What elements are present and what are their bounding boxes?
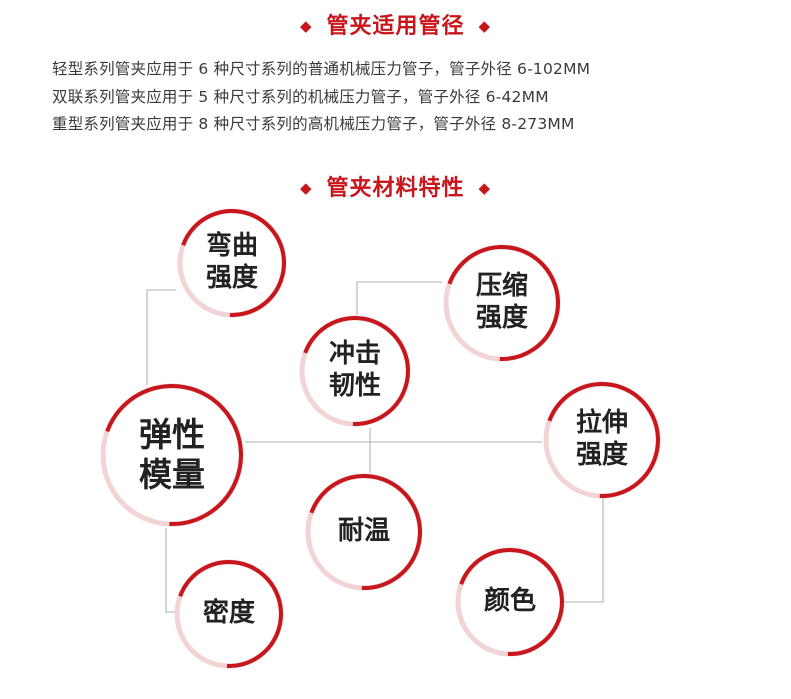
section-title: 管夹材料特性 xyxy=(326,176,465,201)
connector-impact-compress xyxy=(356,281,442,315)
diamond-left-icon: ◆ xyxy=(299,17,313,35)
node-label-density-0: 密度 xyxy=(202,598,255,629)
node-label-tensile-strength-1: 强度 xyxy=(575,440,628,470)
node-heat-resistance: 耐温 xyxy=(305,473,423,591)
node-label-impact-toughness-0: 冲击 xyxy=(328,339,381,370)
node-bending-strength: 弯曲强度 xyxy=(177,208,287,318)
diamond-right-icon: ◆ xyxy=(478,179,492,197)
node-label-bending-strength-0: 弯曲 xyxy=(205,231,258,262)
node-label-compressive-strength-1: 强度 xyxy=(475,303,528,333)
section-title: 管夹适用管径 xyxy=(326,14,465,39)
node-label-elastic-modulus-1: 模量 xyxy=(139,455,205,494)
node-label-color-0: 颜色 xyxy=(483,586,536,617)
connector-bending xyxy=(146,289,176,385)
description-line-heavy: 重型系列管夹应用于 8 种尺寸系列的高机械压力管子，管子外径 8-273MM xyxy=(52,115,575,133)
node-tensile-strength: 拉伸强度 xyxy=(543,381,661,499)
connector-density xyxy=(165,528,178,613)
node-label-tensile-strength-0: 拉伸 xyxy=(575,408,628,439)
node-rings xyxy=(100,208,661,669)
node-color: 颜色 xyxy=(455,547,565,657)
section-heading-material-properties: ◆ 管夹材料特性 ◆ xyxy=(0,170,791,202)
ring-accent-bending-strength xyxy=(178,209,286,317)
node-label-impact-toughness-1: 韧性 xyxy=(328,371,381,401)
diamond-left-icon: ◆ xyxy=(299,179,313,197)
description-line-light: 轻型系列管夹应用于 6 种尺寸系列的普通机械压力管子，管子外径 6-102MM xyxy=(52,60,591,78)
description-line-dual: 双联系列管夹应用于 5 种尺寸系列的机械压力管子，管子外径 6-42MM xyxy=(52,88,549,106)
ring-accent-impact-toughness xyxy=(300,315,410,426)
ring-accent-color xyxy=(456,548,564,657)
ring-accent-elastic-modulus xyxy=(101,384,243,526)
node-elastic-modulus: 弹性模量 xyxy=(100,383,244,527)
node-label-compressive-strength-0: 压缩 xyxy=(475,271,528,302)
node-impact-toughness: 冲击韧性 xyxy=(299,315,411,427)
node-compressive-strength: 压缩强度 xyxy=(443,244,561,362)
node-density: 密度 xyxy=(174,559,284,669)
ring-accent-compressive-strength xyxy=(444,245,560,361)
diamond-right-icon: ◆ xyxy=(478,17,492,35)
connector-lines xyxy=(146,281,604,613)
ring-accent-tensile-strength xyxy=(544,382,660,498)
node-label-elastic-modulus-0: 弹性 xyxy=(139,414,205,454)
ring-accent-heat-resistance xyxy=(306,474,422,590)
section-heading-pipe-diameter: ◆ 管夹适用管径 ◆ xyxy=(0,8,791,40)
node-label-heat-resistance-0: 耐温 xyxy=(337,516,390,547)
connector-color xyxy=(563,497,604,603)
ring-accent-density xyxy=(175,560,283,668)
node-label-bending-strength-1: 强度 xyxy=(205,263,258,293)
